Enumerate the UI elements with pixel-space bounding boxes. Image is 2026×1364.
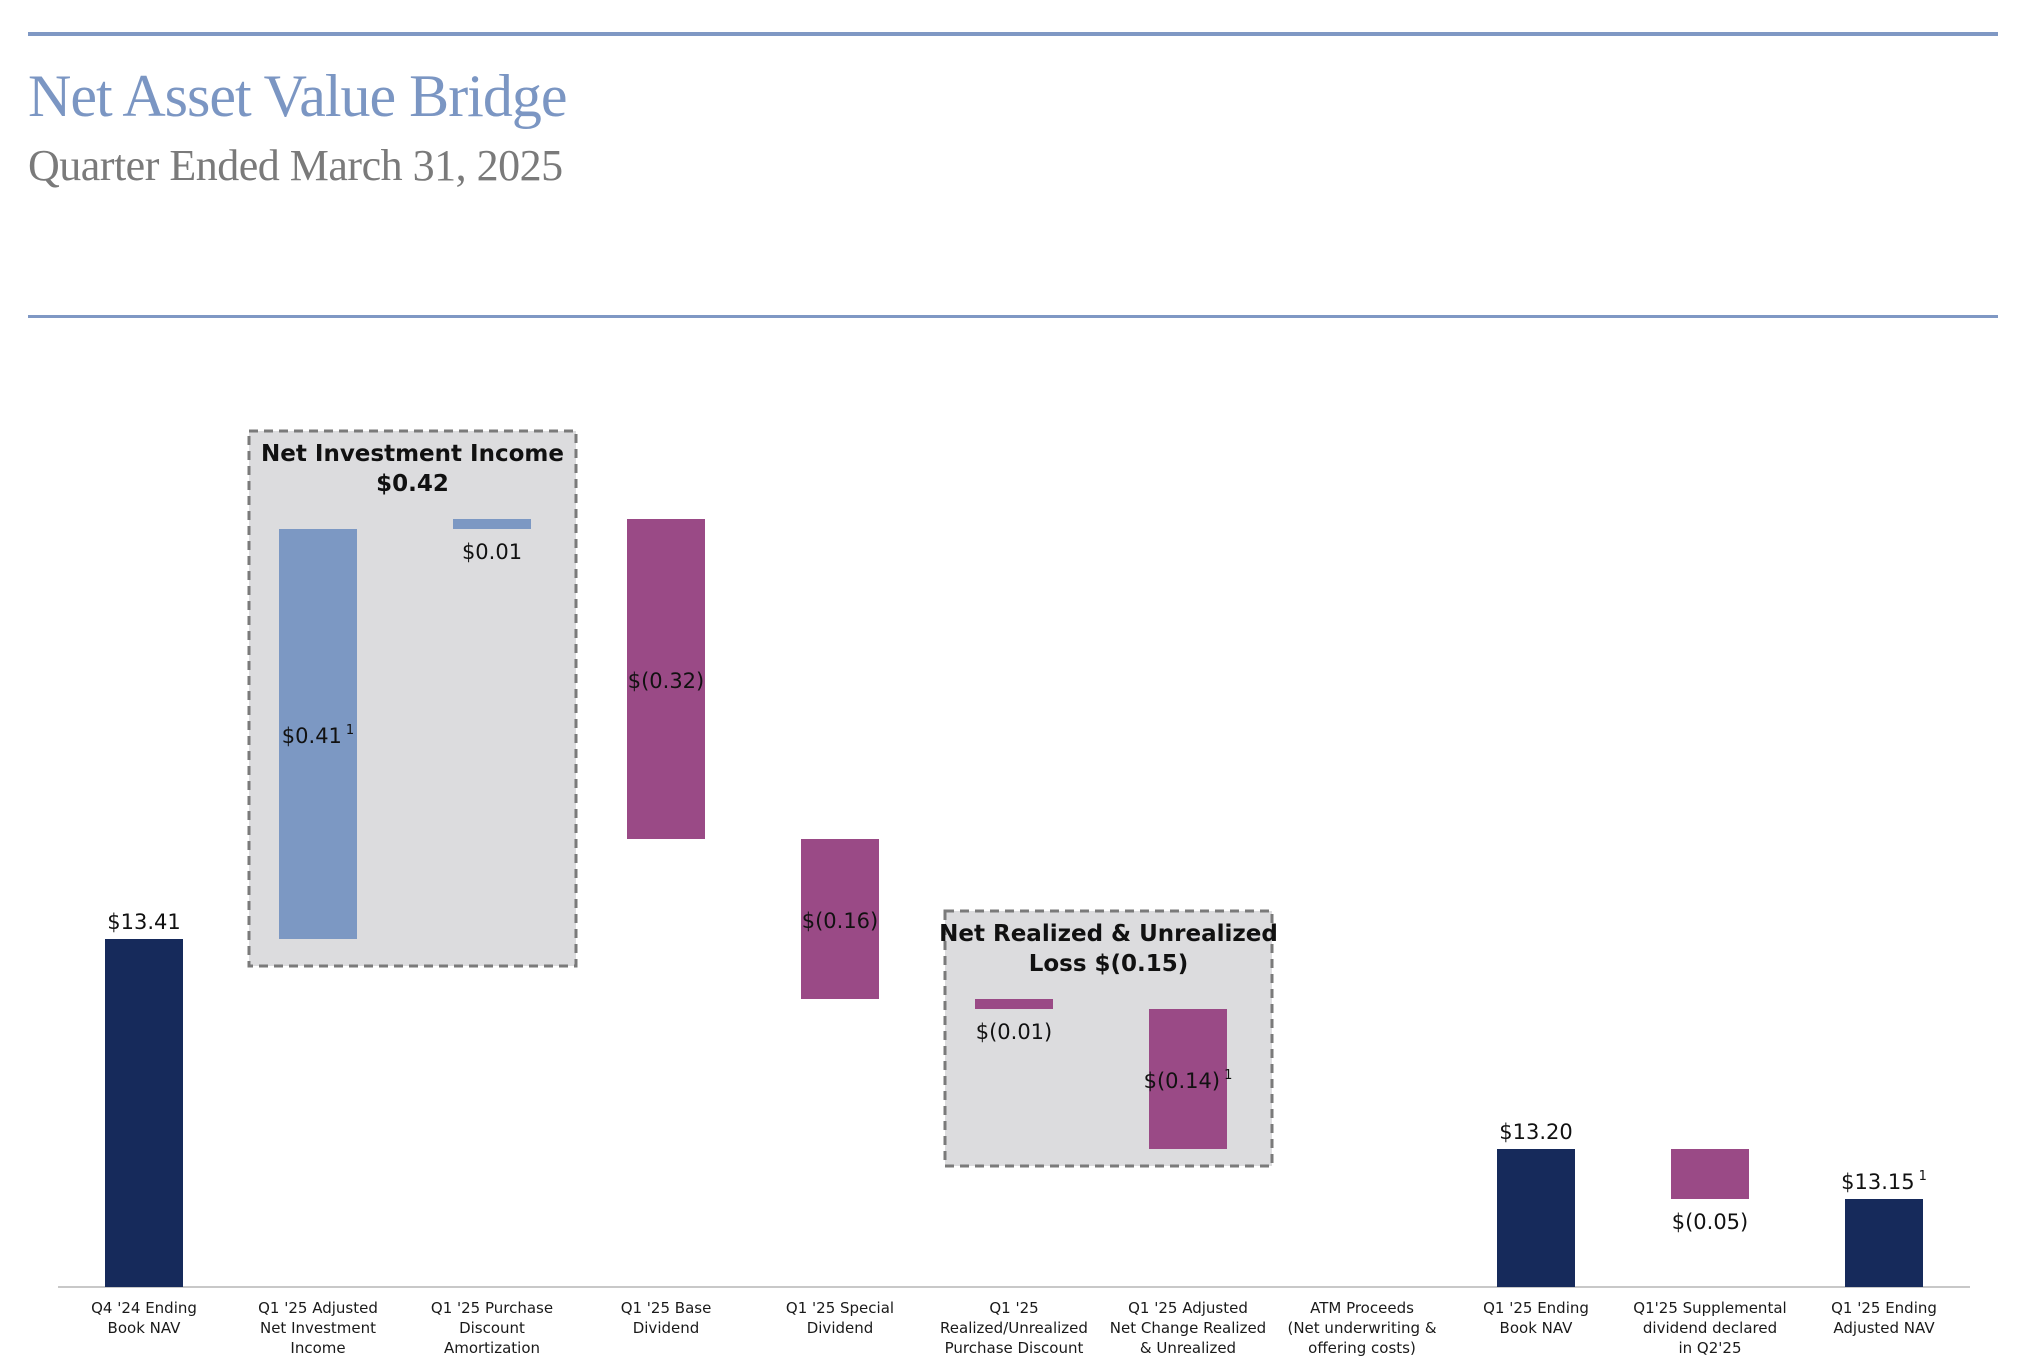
page-title: Net Asset Value Bridge	[28, 63, 567, 129]
x-tick-label: Income	[290, 1339, 345, 1357]
top-rule	[28, 32, 1998, 36]
x-tick-label: in Q2'25	[1678, 1339, 1741, 1357]
x-tick-label: Q1 '25 Purchase	[431, 1299, 553, 1317]
bar-value-label: $(0.05)	[1672, 1210, 1749, 1234]
x-tick-label: Dividend	[807, 1319, 874, 1337]
x-tick-label: Q1 '25 Ending	[1831, 1299, 1937, 1317]
bar-value-label: $0.01	[462, 540, 522, 564]
x-tick-label: Book NAV	[108, 1319, 182, 1337]
x-tick-label: Q1 '25 Special	[786, 1299, 894, 1317]
increase-bar	[453, 519, 531, 529]
header-divider	[28, 315, 1998, 318]
decrease-bar	[1671, 1149, 1749, 1199]
x-tick-label: Adjusted NAV	[1833, 1319, 1935, 1337]
x-tick-label: (Net underwriting &	[1287, 1319, 1436, 1337]
increase-bar	[279, 529, 357, 939]
group-title: Net Realized & Unrealized	[939, 921, 1278, 947]
bar-value-label: $13.41	[107, 910, 180, 934]
x-tick-label: Dividend	[633, 1319, 700, 1337]
x-tick-label: Q1 '25 Adjusted	[258, 1299, 378, 1317]
x-tick-label: dividend declared	[1643, 1319, 1777, 1337]
x-tick-label: Q1 '25 Ending	[1483, 1299, 1589, 1317]
x-tick-label: Q1 '25 Adjusted	[1128, 1299, 1248, 1317]
page-subtitle: Quarter Ended March 31, 2025	[28, 141, 563, 190]
x-tick-label: & Unrealized	[1140, 1339, 1236, 1357]
bar-value-label: $(0.32)	[628, 669, 705, 693]
bar-value-label: $13.20	[1499, 1120, 1572, 1144]
decrease-bar	[975, 999, 1053, 1009]
decrease-bar	[801, 839, 879, 999]
x-tick-label: Q1 '25 Base	[621, 1299, 712, 1317]
total-bar	[105, 939, 183, 1287]
x-tick-label: Q1'25 Supplemental	[1633, 1299, 1786, 1317]
bar-value-label: $(0.16)	[802, 909, 879, 933]
group-title: Loss $(0.15)	[1029, 951, 1189, 977]
x-tick-label: Discount	[459, 1319, 525, 1337]
total-bar	[1845, 1199, 1923, 1287]
x-tick-label: Purchase Discount	[945, 1339, 1084, 1357]
x-tick-label: Q4 '24 Ending	[91, 1299, 197, 1317]
x-tick-label: ATM Proceeds	[1310, 1299, 1414, 1317]
x-tick-label: Book NAV	[1500, 1319, 1574, 1337]
x-tick-label: Net Change Realized	[1110, 1319, 1266, 1337]
group-title: $0.42	[376, 471, 449, 497]
bar-value-label: $(0.01)	[976, 1020, 1053, 1044]
x-tick-label: Realized/Unrealized	[940, 1319, 1088, 1337]
x-tick-label: Net Investment	[260, 1319, 376, 1337]
x-tick-label: Q1 '25	[989, 1299, 1038, 1317]
bar-value-label: $(0.14)1	[1144, 1068, 1233, 1093]
x-tick-label: Amortization	[444, 1339, 540, 1357]
group-title: Net Investment Income	[261, 441, 564, 467]
decrease-bar	[1149, 1009, 1227, 1149]
decrease-bar	[627, 519, 705, 839]
x-tick-label: offering costs)	[1308, 1339, 1416, 1357]
total-bar	[1497, 1149, 1575, 1287]
